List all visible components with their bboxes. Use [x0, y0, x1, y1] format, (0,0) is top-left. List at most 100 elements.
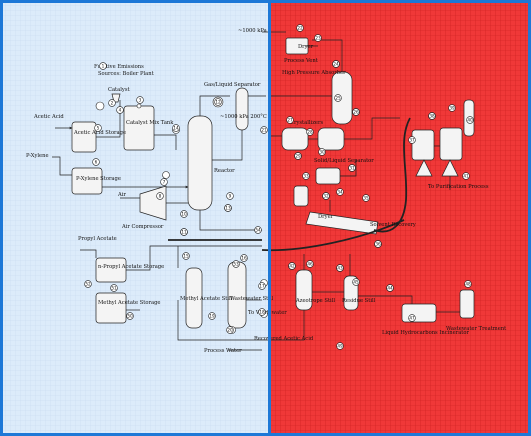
stream-number-label: 1	[102, 63, 105, 68]
stream-number: 40	[467, 117, 474, 124]
label-pxylene-input: P-Xylene	[26, 153, 49, 159]
stream-number: 30	[319, 149, 326, 156]
stream-number-label: 39	[449, 105, 455, 110]
stream-number-label: 40	[467, 117, 473, 122]
stream-number: 6	[93, 159, 100, 166]
stream-number-label: 31	[349, 165, 355, 170]
stream-number: 46	[307, 261, 314, 268]
stream-number: 39	[449, 105, 456, 112]
stream-number-label: 2	[111, 100, 114, 105]
stream-number: 19	[209, 313, 216, 320]
label-npropyl-acetate-storage: n-Propyl Acetate Storage	[98, 264, 164, 270]
stream-number-label: 4	[119, 107, 122, 112]
stream-number: 24	[333, 61, 340, 68]
stream-number-label: 27	[287, 117, 293, 122]
stream-number-label: 3	[139, 97, 142, 102]
stream-number-label: 18	[259, 309, 265, 314]
stream-number-label: 17	[259, 283, 265, 288]
stream-number: 49	[337, 343, 344, 350]
stream-number: 44	[387, 285, 394, 292]
label-methyl-acetate-still: Methyl Acetate Still	[180, 296, 233, 302]
stream-number-label: 48	[465, 281, 471, 286]
stream-number-label: 54	[255, 227, 261, 232]
stream-number: 25	[335, 95, 342, 102]
stream-number: 3	[137, 97, 144, 104]
stream-number: 26	[353, 109, 360, 116]
stream-number-label: 16	[241, 255, 247, 260]
stream-number: 5	[95, 125, 102, 132]
label-crystallizers: Crystallizers	[290, 120, 323, 126]
label-gas-liquid-separator: Gas/Liquid Separator	[204, 82, 261, 88]
label-high-pressure-absorber: High Pressure Absorber	[282, 70, 346, 76]
stream-number-label: 22	[297, 25, 303, 30]
stream-number-label: 38	[429, 113, 435, 118]
label-purification-process: To Purification Process	[428, 184, 489, 190]
stream-number: 50	[127, 313, 134, 320]
stream-number-label: 51	[111, 285, 117, 290]
stream-number-label: 23	[315, 35, 321, 40]
stream-number: 33	[303, 173, 310, 180]
stream-number: 2	[109, 100, 116, 107]
label-catalyst: Catalyst	[108, 87, 130, 93]
label-wastewater-still: Wastewater Still	[230, 296, 274, 302]
stream-number: 32	[323, 193, 330, 200]
stream-number: 54	[255, 227, 262, 234]
label-dryer-2: Dryer	[318, 214, 334, 220]
stream-number: 12	[215, 99, 222, 106]
stream-number: 42	[289, 263, 296, 270]
stream-number-label: 20	[227, 327, 233, 332]
stream-number-label: 44	[387, 285, 393, 290]
stream-number-label: 29	[295, 153, 301, 158]
stream-number-label: 25	[335, 95, 341, 100]
stream-number-label: 24	[333, 61, 339, 66]
stream-number-label: 15	[183, 253, 189, 258]
stream-number-label: 42	[289, 263, 295, 268]
label-methyl-acetate-storage: Methyl Acetate Storage	[98, 300, 160, 306]
stream-number: 47	[409, 315, 416, 322]
stream-number: 29	[295, 153, 302, 160]
stream-number: 34	[337, 189, 344, 196]
stream-number-label: 45	[353, 279, 359, 284]
label-dryer: Dryer	[298, 44, 314, 50]
stream-number: 52	[85, 281, 92, 288]
label-air: Air	[117, 192, 126, 198]
label-wastewater-treatment: Wastewater Treatment	[446, 326, 507, 332]
stream-number-label: 46	[307, 261, 313, 266]
stream-number-label: 10	[181, 211, 187, 216]
label-acetic-acid-input: Acetic Acid	[33, 114, 64, 120]
stream-number-label: 6	[95, 159, 98, 164]
stream-number: 28	[307, 129, 314, 136]
label-solid-liquid-separator: Solid/Liquid Separator	[314, 158, 374, 164]
stream-number: 51	[111, 285, 118, 292]
stream-number: 8	[157, 193, 164, 200]
stream-number: 11	[181, 229, 188, 236]
stream-number-label: 13	[225, 205, 231, 210]
stream-number: 15	[183, 253, 190, 260]
stream-number-label: 9	[229, 193, 232, 198]
stream-number: 45	[353, 279, 360, 286]
stream-number-label: 19	[209, 313, 215, 318]
label-top-pressure: ~1000 kPa	[238, 28, 267, 34]
stream-number-label: 47	[409, 315, 415, 320]
stream-number-label: 33	[303, 173, 309, 178]
stream-number-label: 14	[173, 125, 179, 130]
stream-number: 37	[409, 137, 416, 144]
stream-number: 18	[259, 309, 266, 316]
label-process-vent: Process Vent	[284, 58, 319, 64]
stream-number-label: 37	[409, 137, 415, 142]
stream-number-label: 11	[181, 229, 187, 234]
stream-number: 21	[261, 127, 268, 134]
label-reactor: Reactor	[214, 168, 235, 174]
stream-number-label: 7	[163, 179, 166, 184]
label-air-compressor: Air Compressor	[121, 224, 164, 230]
label-residue-still: Residue Still	[342, 298, 376, 304]
stream-number-label: 43	[337, 265, 343, 270]
stream-number-label: 35	[363, 195, 369, 200]
stream-number: 14	[173, 125, 180, 132]
stream-number: 41	[463, 173, 470, 180]
stream-number-label: 8	[159, 193, 162, 198]
stream-number: 22	[297, 25, 304, 32]
stream-number-label: 34	[337, 189, 343, 194]
